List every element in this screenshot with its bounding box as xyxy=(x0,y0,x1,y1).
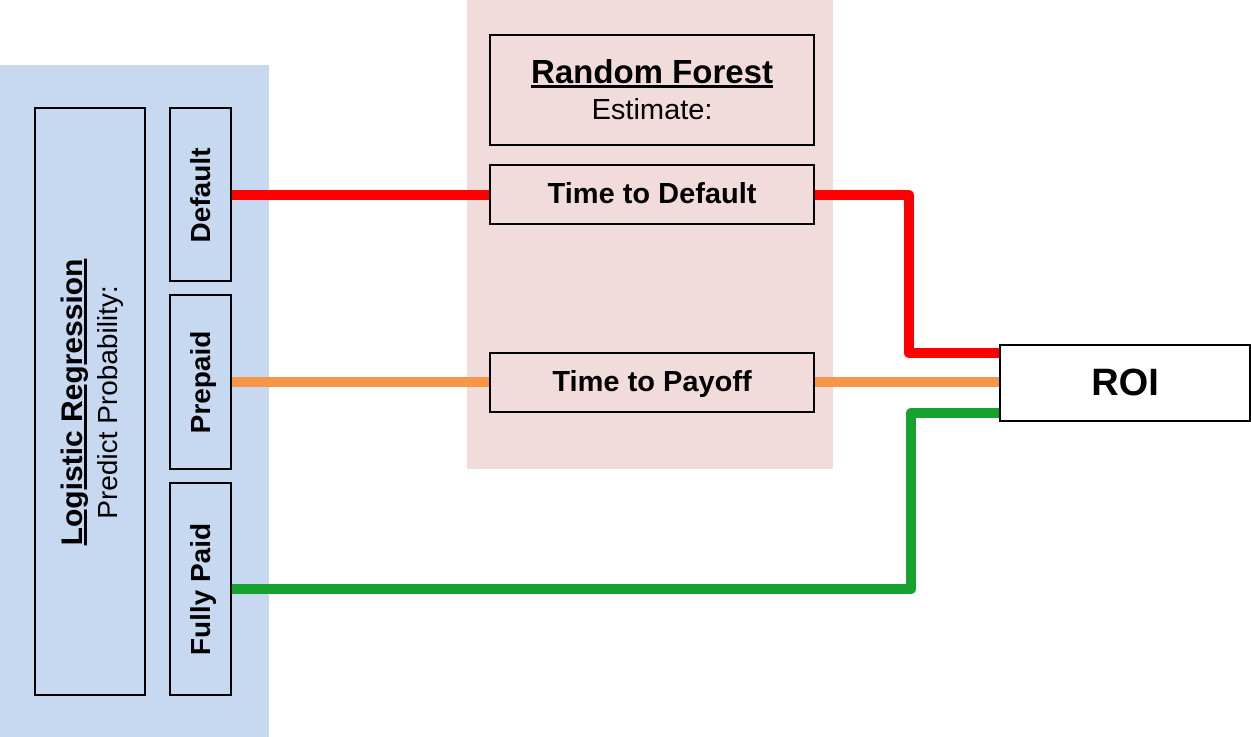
time-to-default-label: Time to Default xyxy=(547,178,757,210)
roi-box: ROI xyxy=(999,344,1251,422)
logistic-regression-subtitle: Predict Probability: xyxy=(92,284,123,519)
fully-paid-roi-connector-line xyxy=(232,408,999,594)
random-forest-box: Random Forest Estimate: xyxy=(489,34,815,146)
class-label-fully-paid: Fully Paid xyxy=(184,522,216,656)
class-box-prepaid: Prepaid xyxy=(169,294,232,470)
random-forest-title: Random Forest xyxy=(530,53,774,90)
time-to-payoff-box: Time to Payoff xyxy=(489,352,815,413)
time-to-default-box: Time to Default xyxy=(489,164,815,225)
random-forest-subtitle: Estimate: xyxy=(591,94,713,126)
class-box-fully-paid: Fully Paid xyxy=(169,482,232,696)
logistic-regression-box: Logistic Regression Predict Probability: xyxy=(34,107,146,696)
logistic-regression-title: Logistic Regression xyxy=(56,258,89,545)
class-label-prepaid: Prepaid xyxy=(184,330,216,434)
class-box-default: Default xyxy=(169,107,232,282)
time-to-default-roi-connector-line xyxy=(815,190,999,358)
roi-label: ROI xyxy=(1091,361,1159,404)
logistic-regression-text: Logistic Regression Predict Probability: xyxy=(55,258,125,545)
class-label-default: Default xyxy=(184,147,216,242)
time-to-payoff-label: Time to Payoff xyxy=(552,366,752,398)
